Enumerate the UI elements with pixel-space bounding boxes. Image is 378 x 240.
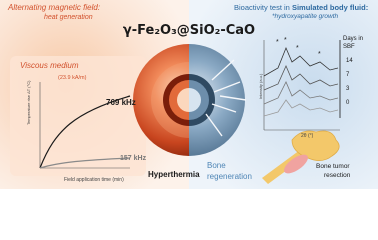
regeneration-label: regeneration: [207, 172, 252, 181]
day-7-label: 7: [346, 72, 350, 78]
intensity-axis-label: Intensity (a.u.): [258, 73, 263, 99]
time-axis-label: Field application time (min): [64, 177, 124, 183]
temperature-axis-label: Temperature rise ΔT (°C): [26, 80, 31, 125]
resection-label: resection: [324, 172, 351, 179]
hydroxyapatite-needles-icon: [205, 59, 247, 137]
nanoparticle-sphere: [133, 44, 245, 156]
bioactivity-heading: Bioactivity test in Simulated body fluid…: [234, 3, 369, 12]
day-14-label: 14: [346, 58, 353, 64]
two-theta-axis-label: 2θ (°): [301, 133, 314, 139]
temperature-chart: [39, 82, 131, 169]
tumor-resection-area: [284, 154, 308, 174]
days-label: Days in: [343, 36, 364, 42]
curve-157khz: [39, 157, 131, 169]
svg-text:*: *: [318, 51, 321, 58]
svg-text:*: *: [284, 37, 287, 44]
svg-text:*: *: [296, 45, 299, 52]
xrd-chart: [263, 40, 341, 131]
viscous-medium-label: Viscous medium: [20, 61, 79, 70]
bone-icon: [262, 130, 340, 184]
series-769khz-label: 769 kHz: [106, 98, 136, 107]
hyperthermia-panel: [10, 56, 146, 176]
background-art: * * * *: [0, 0, 378, 189]
graphical-abstract: * * * * γ-Fe₂O₃@SiO₂-CaO Alternating mag…: [0, 0, 378, 189]
svg-text:*: *: [276, 39, 279, 46]
bone-label: Bone: [207, 161, 226, 170]
series-157khz-label: 157 kHz: [120, 155, 147, 162]
hydroxyapatite-subheading: *hydroxyapatite growth: [272, 13, 339, 20]
hyperthermia-label: Hyperthermia: [148, 170, 200, 179]
compound-title: γ-Fe₂O₃@SiO₂-CaO: [122, 23, 256, 38]
heat-generation-subheading: heat generation: [44, 14, 93, 21]
bone-tumor-label: Bone tumor: [316, 163, 350, 170]
curve-769khz: [39, 95, 131, 169]
in-sbf-label: SBF: [343, 44, 355, 50]
field-amplitude-label: (23.9 kA/m): [58, 75, 87, 81]
day-0-label: 0: [346, 100, 350, 106]
day-3-label: 3: [346, 86, 350, 92]
magnetic-field-heading: Alternating magnetic field:: [8, 3, 101, 12]
reflection-markers: * * * *: [276, 37, 321, 58]
